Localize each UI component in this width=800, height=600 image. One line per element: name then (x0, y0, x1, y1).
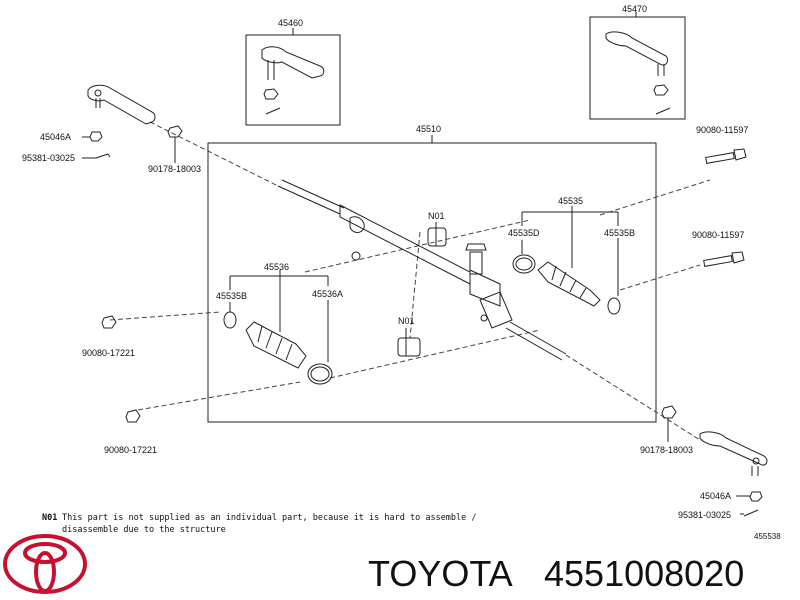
label-45460: 45460 (278, 18, 303, 28)
label-45535: 45535 (558, 196, 583, 206)
diagram-reference: 455538 (754, 532, 781, 541)
nut-90080-17221-top (101, 315, 117, 329)
label-45046a-right: 45046A (700, 491, 731, 501)
boot-clamp-45536a (307, 363, 333, 385)
note-code: N01 (42, 513, 57, 523)
note-line-1: This part is not supplied as an individu… (62, 513, 477, 523)
tie-rod-end-45460 (261, 46, 325, 115)
bolt-90080-11597-top (705, 148, 747, 164)
cotter-pin-left (95, 153, 111, 159)
boot-clip-45535b-left (223, 311, 237, 329)
label-n01-lower: N01 (398, 316, 415, 326)
part-number: 4551008020 (544, 553, 744, 594)
label-90080-11597-mid: 90080-11597 (692, 230, 744, 240)
label-45535b-left: 45535B (216, 291, 247, 301)
boot-clamp-45535d (512, 254, 536, 274)
bolt-90080-11597-mid (703, 251, 745, 267)
note-line-2: disassemble due to the structure (62, 525, 226, 535)
label-90080-17221-bottom: 90080-17221 (104, 445, 157, 455)
toyota-logo (3, 534, 87, 594)
boot-clip-45535b-right (607, 297, 621, 315)
label-45536: 45536 (264, 262, 289, 272)
label-45046a-left: 45046A (40, 132, 71, 142)
tie-rod-end-45470 (605, 31, 671, 115)
label-90080-17221-top: 90080-17221 (82, 348, 135, 358)
bushing-n01-lower (397, 337, 421, 357)
label-90178-left: 90178-18003 (148, 164, 201, 174)
label-45510: 45510 (416, 124, 441, 134)
label-45535b-right: 45535B (604, 228, 635, 238)
rack-boot-right (537, 261, 601, 307)
lock-nut-right (661, 405, 677, 419)
brand-name: TOYOTA (368, 553, 513, 594)
label-90178-right: 90178-18003 (640, 445, 693, 455)
steering-rack-body (277, 179, 567, 361)
tie-rod-end-left (87, 84, 156, 125)
rack-boot-left (245, 321, 307, 369)
nut-90080-17221-bottom (125, 409, 141, 423)
cotter-pin-right (743, 509, 759, 517)
label-95381-left: 95381-03025 (22, 153, 75, 163)
tie-rod-end-right (699, 431, 768, 476)
castle-nut-right (749, 491, 763, 502)
lock-nut-left (167, 125, 183, 138)
label-90080-11597-top: 90080-11597 (696, 125, 748, 135)
callout-box-45470 (589, 16, 686, 120)
callout-box-45460 (245, 34, 341, 126)
label-45535d: 45535D (508, 228, 540, 238)
label-n01-upper: N01 (428, 211, 445, 221)
label-45470: 45470 (622, 4, 647, 14)
castle-nut-left (89, 131, 103, 142)
label-45536a: 45536A (312, 289, 343, 299)
bushing-n01-upper (427, 227, 447, 247)
label-95381-right: 95381-03025 (678, 510, 731, 520)
